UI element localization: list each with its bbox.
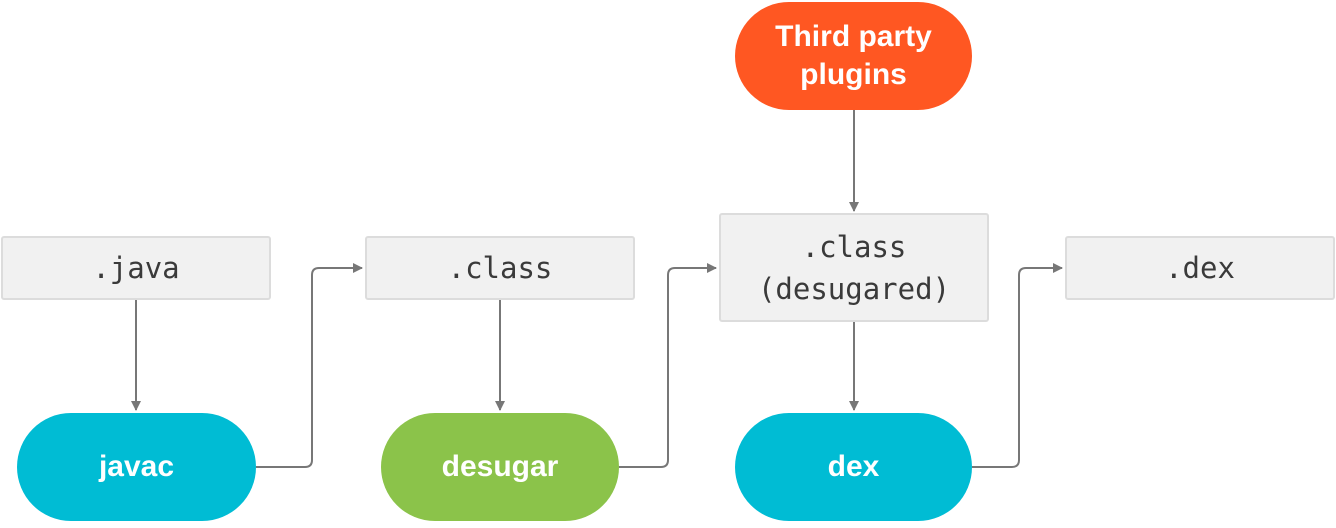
arrow-desugar-to-desugared-class [619, 263, 717, 468]
javac-tool-label: javac [98, 450, 175, 483]
desugared-class-file-label: .class (desugared) [757, 229, 951, 306]
dex-file-label: .dex [1165, 251, 1235, 285]
dex-tool: dex [735, 413, 972, 521]
third-party-plugins-label: Third party plugins [775, 20, 932, 91]
dex-file-box: .dex [1065, 236, 1335, 300]
class-file-label: .class [447, 251, 553, 285]
desugar-tool: desugar [381, 413, 619, 521]
third-party-plugins-tool: Third party plugins [735, 2, 972, 110]
dex-tool-label: dex [827, 450, 880, 483]
arrow-dex-to-dex-file [972, 263, 1063, 468]
javac-tool: javac [17, 413, 256, 521]
class-file-box: .class [365, 236, 635, 300]
java-file-label: .java [92, 251, 180, 285]
arrow-javac-to-class [256, 263, 363, 468]
java-file-box: .java [1, 236, 271, 300]
desugared-class-file-box: .class (desugared) [719, 213, 989, 322]
desugar-tool-label: desugar [441, 450, 559, 483]
